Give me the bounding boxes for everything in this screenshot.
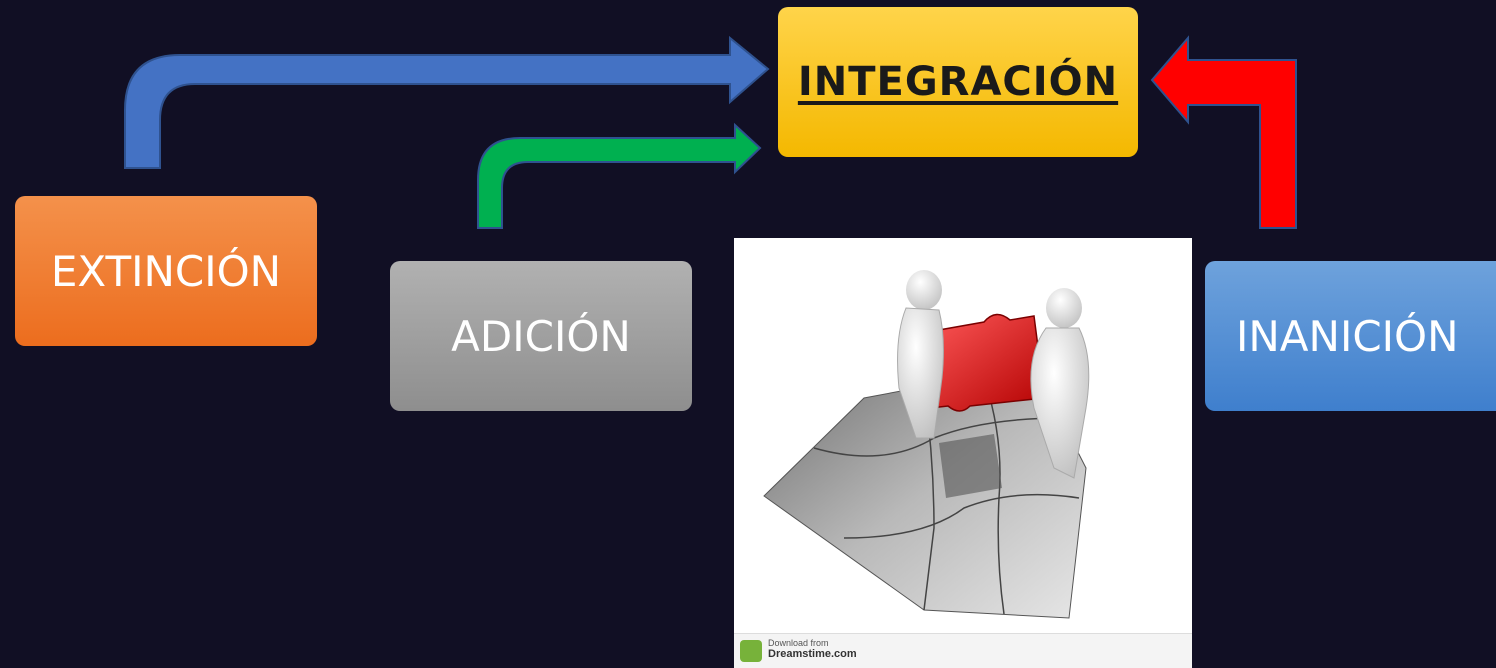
adicion-label: ADICIÓN <box>451 311 631 361</box>
dreamstime-logo-icon <box>740 640 762 662</box>
watermark-bar: Download from Dreamstime.com <box>734 633 1192 668</box>
arrow-inanicion-to-integracion <box>1150 35 1297 229</box>
watermark-line2: Dreamstime.com <box>768 648 857 660</box>
integracion-box: INTEGRACIÓN <box>778 7 1138 157</box>
inanicion-label: INANICIÓN <box>1236 311 1459 361</box>
extincion-label: EXTINCIÓN <box>50 246 282 296</box>
arrow-extincion-to-integracion <box>124 35 770 169</box>
arrow-adicion-to-integracion <box>477 122 762 229</box>
extincion-box: EXTINCIÓN <box>15 196 317 346</box>
puzzle-illustration <box>763 270 1090 619</box>
inanicion-box: INANICIÓN <box>1205 261 1496 411</box>
integracion-label: INTEGRACIÓN <box>797 59 1119 105</box>
watermark-line1: Download from <box>768 638 829 648</box>
puzzle-teamwork-image: Download from Dreamstime.com <box>734 238 1192 668</box>
adicion-box: ADICIÓN <box>390 261 692 411</box>
